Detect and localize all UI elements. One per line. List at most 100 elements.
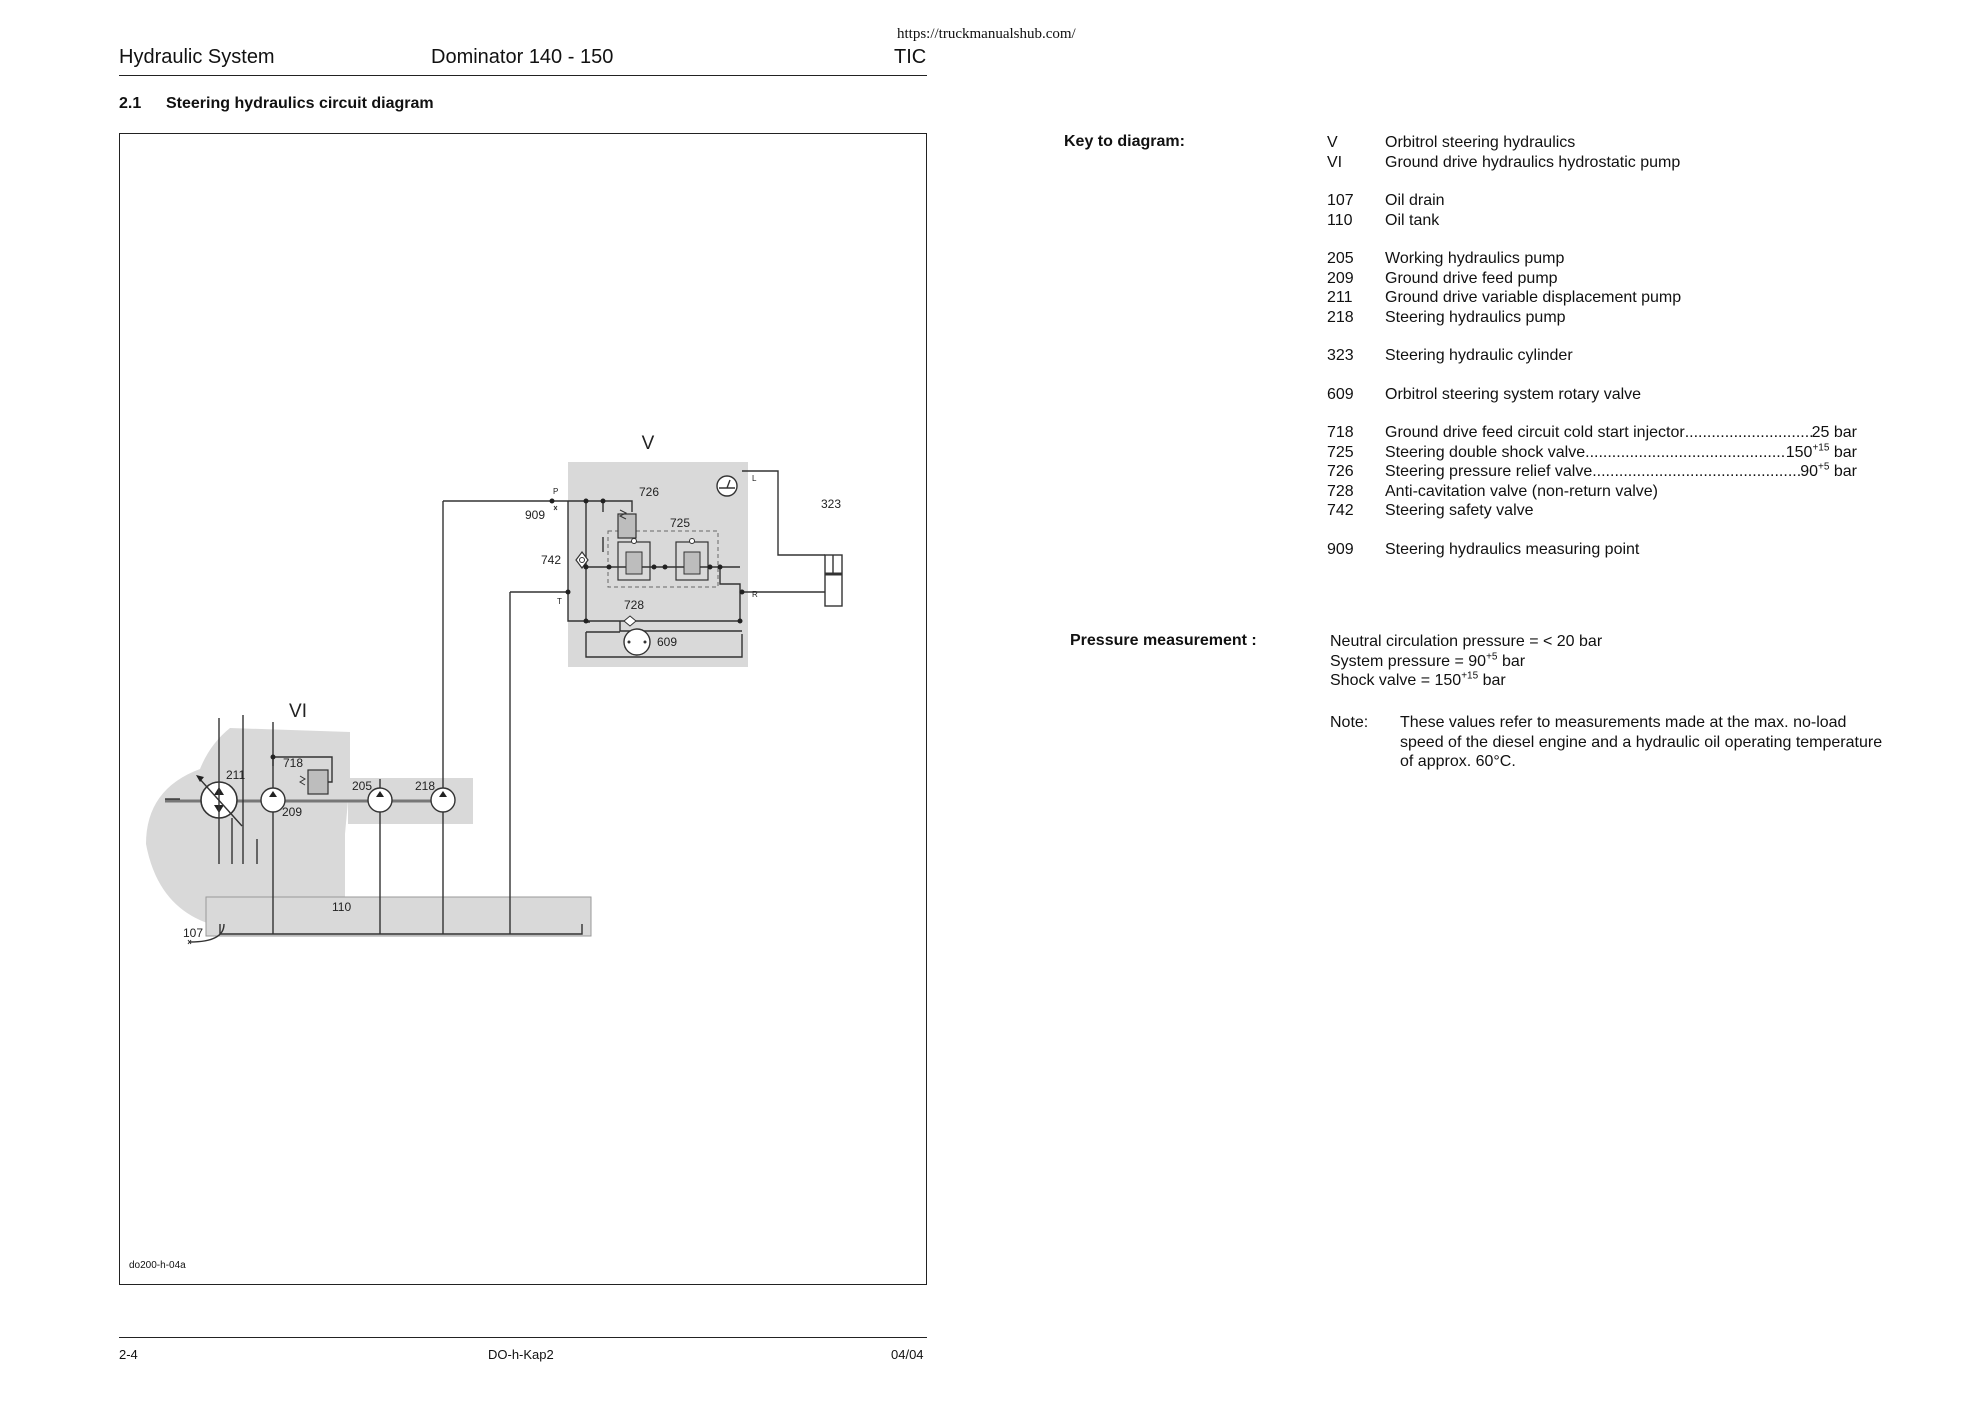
key-description-text: Orbitrol steering system rotary valve <box>1385 385 1642 403</box>
key-description-text: Ground drive variable displacement pump <box>1385 289 1682 306</box>
key-item: 323 Steering hydraulic cylinder <box>1327 346 1857 366</box>
key-value-number: 150 <box>1785 443 1813 461</box>
note-text: These values refer to measurements made … <box>1400 714 1883 770</box>
label-323: 323 <box>821 497 841 511</box>
key-description: Steering double shock valve 150+15 bar <box>1385 443 1857 463</box>
key-value: 150+15 bar <box>1786 443 1857 463</box>
leader-dots <box>1592 462 1800 482</box>
shock-pressure-tolerance: +15 <box>1461 670 1479 682</box>
key-value-number: 25 bar <box>1811 424 1857 441</box>
key-code: 742 <box>1327 502 1354 519</box>
circuit-diagram-frame: V VI 726 725 909 742 728 609 323 211 718… <box>119 133 927 1285</box>
key-heading: Key to diagram: <box>1064 133 1185 150</box>
label-107: 107 <box>183 926 203 940</box>
key-description: Ground drive feed circuit cold start inj… <box>1385 423 1857 443</box>
label-909: 909 <box>525 508 545 522</box>
label-209: 209 <box>282 805 302 819</box>
label-V: V <box>642 433 655 454</box>
header-rule <box>119 75 927 76</box>
key-code: 107 <box>1327 192 1354 209</box>
key-code: V <box>1327 134 1338 151</box>
key-description: Ground drive feed pump <box>1385 269 1857 289</box>
key-code: 728 <box>1327 482 1354 500</box>
key-description: Ground drive hydraulics hydrostatic pump <box>1385 153 1857 173</box>
key-description-text: Steering hydraulics measuring point <box>1385 540 1640 558</box>
key-description: Orbitrol steering hydraulics <box>1385 133 1857 153</box>
label-205: 205 <box>352 779 372 793</box>
port-L: L <box>752 474 757 483</box>
key-item: 742 Steering safety valve <box>1327 501 1857 521</box>
neutral-pressure: Neutral circulation pressure = < 20 bar <box>1330 633 1603 650</box>
section-title: Steering hydraulics circuit diagram <box>166 95 434 112</box>
key-description: Steering hydraulic cylinder <box>1385 346 1857 366</box>
key-description-text: Steering safety valve <box>1385 502 1534 519</box>
label-742: 742 <box>541 553 561 567</box>
note: Note: These values refer to measurements… <box>1330 713 1890 772</box>
key-value-number: 90 <box>1800 463 1819 480</box>
key-value-tolerance: +15 <box>1812 442 1830 454</box>
key-description: Ground drive variable displacement pump <box>1385 288 1857 308</box>
key-value-unit: bar <box>1833 463 1857 480</box>
key-description: Steering hydraulics pump <box>1385 308 1857 328</box>
key-item: 609 Orbitrol steering system rotary valve <box>1327 385 1857 405</box>
key-item: 726 Steering pressure relief valve 90+5 ba… <box>1327 462 1857 482</box>
key-description-text: Steering pressure relief valve <box>1385 463 1593 480</box>
key-code: VI <box>1327 153 1343 171</box>
system-pressure: System pressure = 90+5 bar <box>1330 652 1602 672</box>
key-description-text: Steering double shock valve <box>1385 443 1586 461</box>
oil-tank-panel <box>205 896 592 937</box>
key-value: 25 bar <box>1812 423 1857 443</box>
key-description: Steering pressure relief valve 90+5 bar <box>1385 462 1857 482</box>
system-pressure-unit: bar <box>1501 652 1526 670</box>
key-description: Orbitrol steering system rotary valve <box>1385 385 1857 405</box>
circuit-diagram: V VI 726 725 909 742 728 609 323 211 718… <box>146 433 843 945</box>
pressure-heading: Pressure measurement : <box>1070 632 1257 649</box>
label-718: 718 <box>283 756 303 770</box>
key-description: Anti-cavitation valve (non-return valve) <box>1385 482 1857 502</box>
header-section-name: Hydraulic System <box>119 46 275 68</box>
shock-pressure-unit: bar <box>1482 672 1506 689</box>
header-code: TIC <box>894 46 927 68</box>
label-218: 218 <box>415 779 435 793</box>
leader-dots <box>1685 423 1812 443</box>
key-code: 726 <box>1327 463 1354 480</box>
label-726: 726 <box>639 485 659 499</box>
key-description-text: Anti-cavitation valve (non-return valve) <box>1385 482 1659 500</box>
source-url[interactable]: https://truckmanualshub.com/ <box>897 26 1076 42</box>
key-item: 107 Oil drain <box>1327 191 1857 211</box>
key-description: Oil drain <box>1385 191 1857 211</box>
key-description-text: Ground drive feed pump <box>1385 269 1558 287</box>
oil-tank-outline <box>219 924 583 935</box>
key-description-text: Oil drain <box>1385 192 1445 209</box>
key-code: 110 <box>1327 211 1353 229</box>
key-value-tolerance: +5 <box>1818 462 1830 473</box>
label-211: 211 <box>226 768 245 782</box>
key-value-unit: bar <box>1833 443 1857 461</box>
key-code: 323 <box>1327 347 1354 364</box>
hydrostatic-pump-housing <box>146 728 350 929</box>
figure-code: do200-h-04a <box>129 1260 186 1271</box>
key-description-text: Ground drive hydraulics hydrostatic pump <box>1385 153 1681 171</box>
label-609: 609 <box>657 635 677 649</box>
key-description-text: Steering hydraulic cylinder <box>1385 347 1573 364</box>
key-item: VI Ground drive hydraulics hydrostatic pu… <box>1327 153 1857 173</box>
section-number: 2.1 <box>119 95 142 112</box>
key-code: 725 <box>1327 443 1354 461</box>
key-group: 609 Orbitrol steering system rotary valve <box>1327 385 1857 405</box>
key-code: 609 <box>1327 385 1354 403</box>
footer-doc-code: DO-h-Kap2 <box>488 1347 554 1362</box>
key-description: Steering safety valve <box>1385 501 1857 521</box>
key-description-text: Steering hydraulics pump <box>1385 308 1566 326</box>
